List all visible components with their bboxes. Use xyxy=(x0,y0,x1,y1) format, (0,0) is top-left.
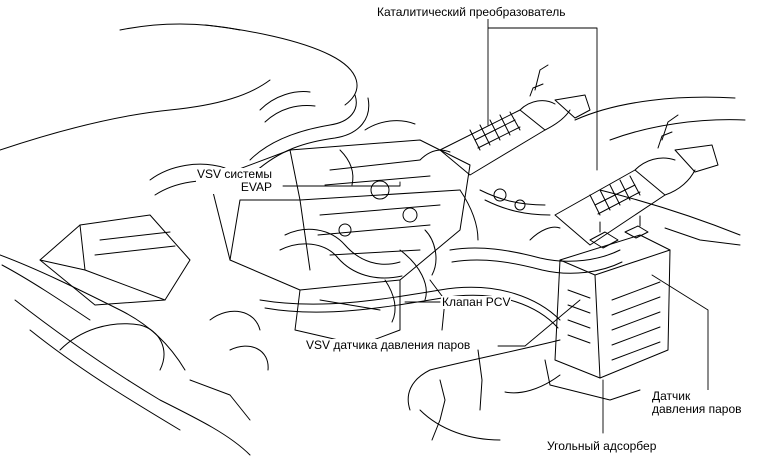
radiator-structure xyxy=(39,214,269,421)
leader-vsv-evap xyxy=(282,181,401,187)
leader-catalytic xyxy=(487,18,598,171)
body-outline xyxy=(0,23,746,456)
fuel-lines xyxy=(259,286,561,441)
intake-hoses xyxy=(149,91,403,279)
label-catalytic-converter: Каталитический преобразователь xyxy=(376,5,567,19)
wiring xyxy=(339,120,479,323)
label-vapor-pressure-sensor: Датчик давления паров xyxy=(651,389,743,416)
leader-vsv-pressure xyxy=(497,299,581,347)
label-vsv-evap: VSV системы EVAP xyxy=(196,167,273,194)
label-pcv-valve: Клапан PCV xyxy=(441,295,512,309)
catalytic-converter-rear xyxy=(529,114,719,246)
leader-pressure-sensor xyxy=(651,274,709,391)
label-vsv-pressure-sensor: VSV датчика давления паров xyxy=(305,338,472,352)
exhaust-pipes xyxy=(449,188,623,274)
catalytic-converter-front xyxy=(419,64,591,176)
label-charcoal-canister: Угольный адсорбер xyxy=(546,439,658,453)
leader-lines xyxy=(282,18,709,434)
charcoal-canister xyxy=(504,215,671,401)
